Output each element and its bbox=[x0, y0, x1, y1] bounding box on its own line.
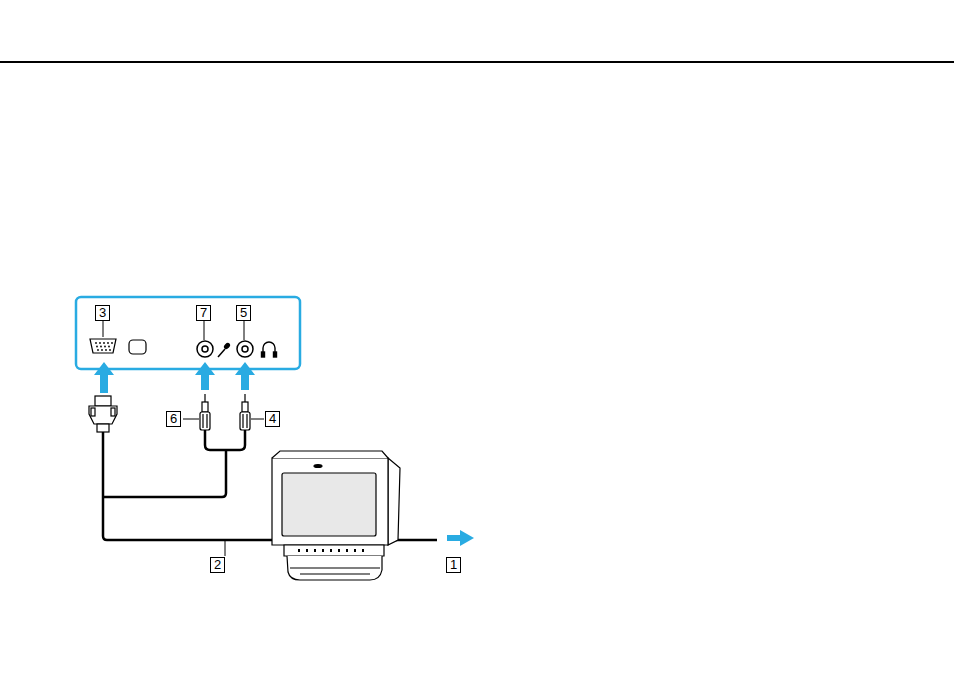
mic-jack bbox=[197, 341, 213, 357]
callout-number: 5 bbox=[236, 305, 251, 321]
leader-line bbox=[251, 419, 264, 420]
leader-line bbox=[225, 541, 226, 556]
vga-plug bbox=[89, 396, 117, 432]
leader-line bbox=[103, 321, 104, 337]
leader-line bbox=[244, 321, 245, 340]
callout-number: 7 bbox=[196, 305, 211, 321]
mic-icon bbox=[218, 342, 231, 357]
callout-number: 2 bbox=[210, 557, 225, 573]
headphone-jack bbox=[237, 341, 253, 357]
output-arrow bbox=[447, 530, 474, 546]
port-panel bbox=[76, 297, 300, 369]
crt-monitor bbox=[272, 451, 400, 580]
vga-port bbox=[90, 339, 116, 353]
monitor-icon bbox=[129, 340, 146, 354]
audio-plug bbox=[200, 394, 250, 430]
headphone-icon bbox=[262, 342, 277, 357]
leader-line bbox=[204, 321, 205, 340]
connect-arrow bbox=[94, 362, 255, 393]
callout-number: 1 bbox=[446, 557, 461, 573]
callout-number: 6 bbox=[166, 411, 181, 427]
header-rule bbox=[0, 61, 954, 63]
callout-number: 3 bbox=[95, 305, 110, 321]
callout-number: 4 bbox=[265, 411, 280, 427]
monitor-buttons bbox=[298, 549, 364, 552]
leader-line bbox=[183, 419, 199, 420]
